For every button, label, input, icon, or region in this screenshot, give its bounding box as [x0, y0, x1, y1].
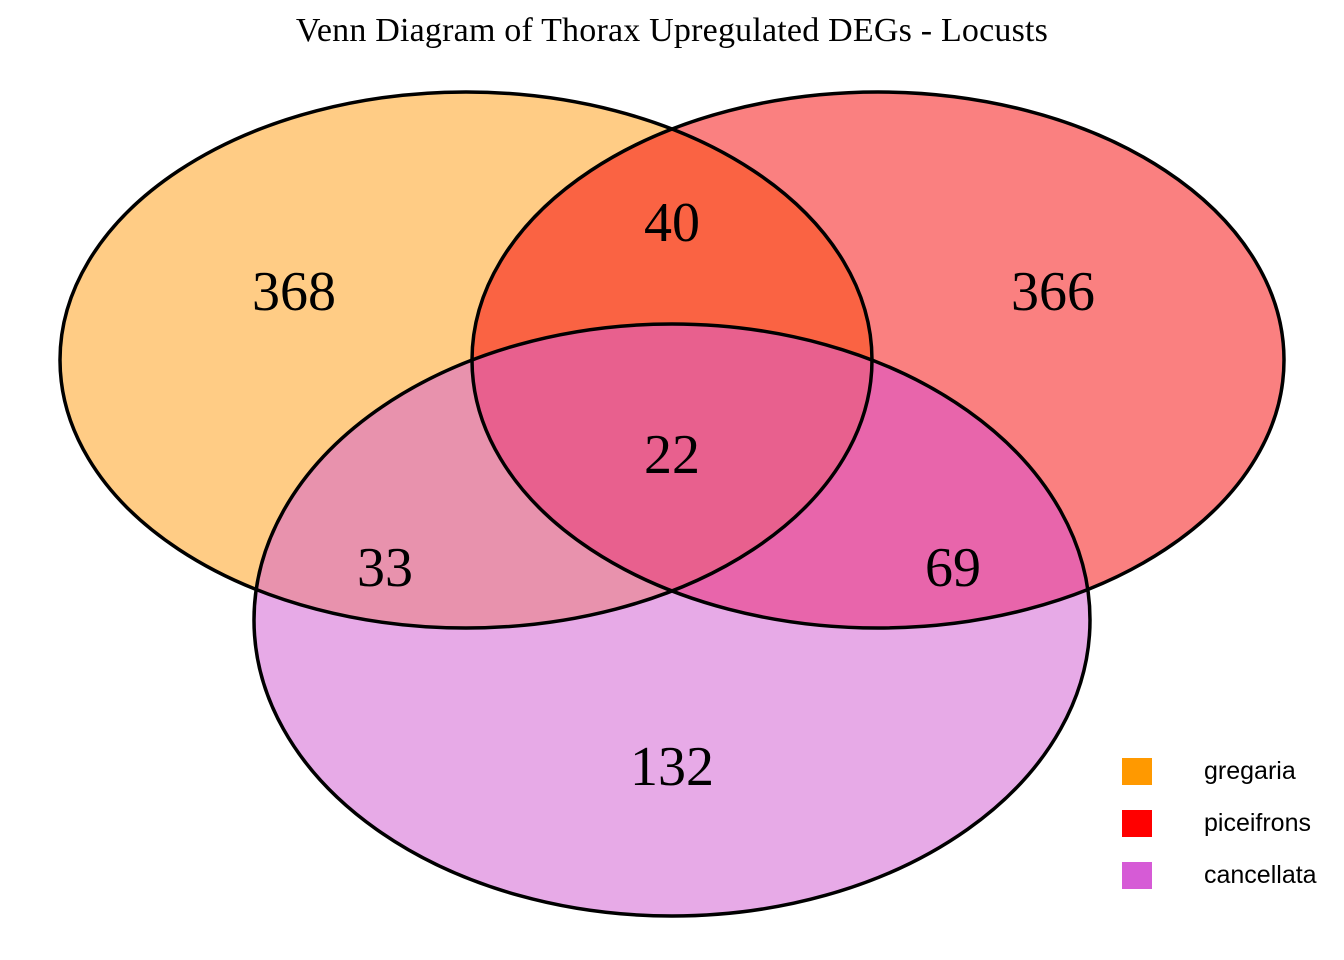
region-count-piceifrons-cancellata: 69: [925, 537, 981, 599]
region-count-gregaria-piceifrons: 40: [644, 192, 700, 254]
region-count-cancellata-only: 132: [630, 736, 714, 798]
legend-item-gregaria: gregaria: [1122, 745, 1342, 797]
region-count-gregaria-cancellata: 33: [357, 537, 413, 599]
page-title: Venn Diagram of Thorax Upregulated DEGs …: [295, 12, 1049, 49]
legend-swatch-piceifrons: [1122, 809, 1152, 837]
region-count-all-three: 22: [644, 424, 700, 486]
legend-item-cancellata: cancellata: [1122, 849, 1342, 901]
legend: gregaria piceifrons cancellata: [1122, 745, 1342, 901]
legend-label-piceifrons: piceifrons: [1204, 808, 1311, 837]
region-count-gregaria-only: 368: [252, 261, 336, 323]
legend-item-piceifrons: piceifrons: [1122, 797, 1342, 849]
set-outline-cancellata: [252, 322, 1092, 918]
legend-swatch-gregaria: [1122, 757, 1152, 785]
legend-label-gregaria: gregaria: [1204, 756, 1296, 785]
legend-swatch-cancellata: [1122, 861, 1152, 889]
region-count-piceifrons-only: 366: [1011, 261, 1095, 323]
legend-label-cancellata: cancellata: [1204, 860, 1317, 889]
